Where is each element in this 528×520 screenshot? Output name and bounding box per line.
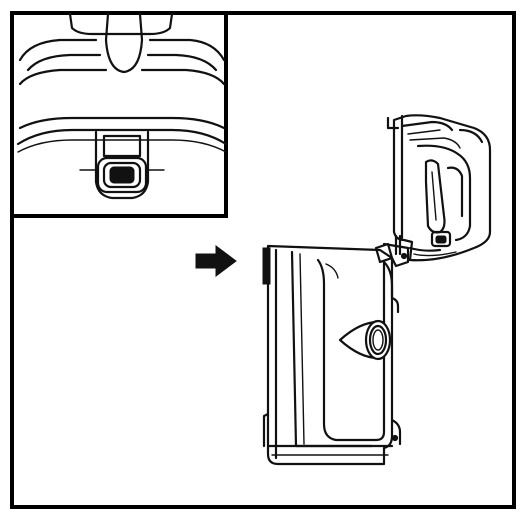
outer-frame [10, 11, 516, 509]
detail-inset-latch-closeup [16, 12, 228, 200]
canister-lid-opened [374, 114, 492, 268]
cyclone-inlet [338, 319, 392, 361]
dust-canister-body [262, 244, 402, 466]
detail-inset [10, 11, 228, 218]
detail-inset-frame [10, 11, 228, 218]
arrow-right-icon [195, 245, 237, 277]
